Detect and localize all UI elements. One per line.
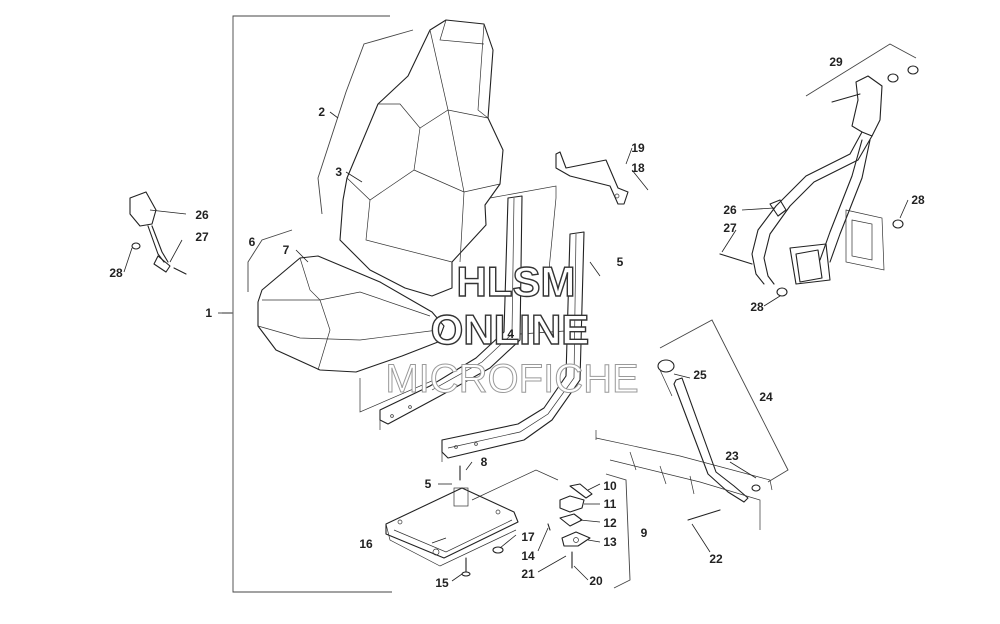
callout-28-right-lower: 28 [750, 300, 764, 314]
seat-frame-rails [379, 195, 585, 462]
callout-22: 22 [709, 552, 723, 566]
callout-25: 25 [693, 368, 707, 382]
watermark-line-2: ONLINE [431, 306, 590, 353]
callout-7: 7 [283, 243, 290, 257]
callout-13: 13 [603, 535, 617, 549]
hardware-29 [831, 65, 919, 103]
callout-8: 8 [481, 455, 488, 469]
washer-17 [492, 546, 504, 554]
callout-4: 4 [507, 327, 514, 341]
callout-19: 19 [631, 141, 645, 155]
callout-2: 2 [318, 105, 325, 119]
callout-28-left: 28 [109, 266, 123, 280]
callout-9: 9 [641, 526, 648, 540]
seatbelt-retractor-assembly [719, 75, 904, 297]
callout-5-lower: 5 [425, 477, 432, 491]
bracket-24 [659, 319, 789, 483]
watermark-line-1: HLSM [457, 258, 576, 305]
callout-12: 12 [603, 516, 617, 530]
base-plate-16 [385, 487, 519, 567]
callout-26-left: 26 [195, 208, 209, 222]
callout-6: 6 [249, 235, 256, 249]
callout-27-left: 27 [195, 230, 209, 244]
callout-29: 29 [829, 55, 843, 69]
leader-lines [123, 111, 909, 582]
bracket-29 [805, 43, 917, 97]
bracket-2 [317, 29, 414, 215]
callout-14: 14 [521, 549, 535, 563]
seat-cushion [257, 255, 445, 373]
watermark-line-3: MICROFICHE [385, 357, 638, 401]
bracket-6 [247, 229, 293, 292]
callout-23: 23 [725, 449, 739, 463]
callout-21: 21 [521, 567, 535, 581]
callout-16: 16 [359, 537, 373, 551]
callout-27-right: 27 [723, 221, 737, 235]
callout-15: 15 [435, 576, 449, 590]
seat-backrest [339, 19, 504, 297]
callout-labels: 1 2 3 4 5 5 6 7 8 9 10 11 12 13 14 15 16… [109, 55, 925, 590]
callout-28-right-upper: 28 [911, 193, 925, 207]
callout-26-right: 26 [723, 203, 737, 217]
callout-1: 1 [205, 306, 212, 320]
callout-17: 17 [521, 530, 535, 544]
callout-24: 24 [759, 390, 773, 404]
seatbelt-buckle-left [129, 191, 187, 275]
callout-18: 18 [631, 161, 645, 175]
watermark: HLSM ONLINE MICROFICHE [385, 257, 639, 401]
callout-11: 11 [604, 497, 617, 511]
bolt-15 [461, 557, 471, 577]
mount-bracket-19 [555, 151, 629, 205]
callout-5-upper: 5 [617, 255, 624, 269]
bracket-9 [605, 473, 631, 589]
grab-bar-assembly [595, 359, 773, 530]
latch-assembly-9 [547, 483, 593, 569]
leader-base-frame [471, 469, 559, 501]
callout-20: 20 [589, 574, 603, 588]
bracket-frame [489, 185, 557, 281]
assembly-bracket-1 [222, 15, 392, 593]
callout-10: 10 [603, 479, 617, 493]
callout-3: 3 [335, 165, 342, 179]
cushion-frame [359, 378, 435, 413]
